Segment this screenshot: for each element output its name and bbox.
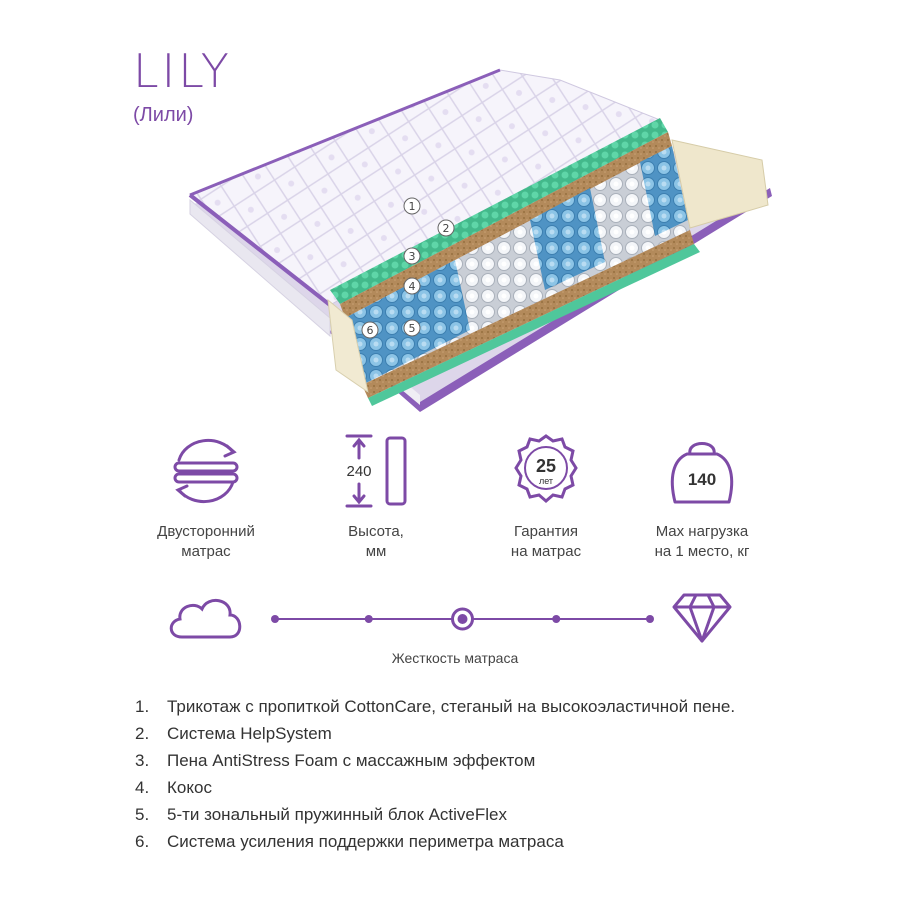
mattress-illustration: 1 2 3 4 5 6 [188,68,772,412]
list-item: 5. 5-ти зональный пружинный блок ActiveF… [135,801,815,828]
weight-icon: 140 [670,442,734,504]
svg-text:2: 2 [443,222,450,235]
list-item-text: Система HelpSystem [167,724,332,743]
list-item: 2. Система HelpSystem [135,720,815,747]
stiffness-level-4 [552,615,561,623]
max-load-value: 140 [688,470,716,489]
height-icon: 240 [345,434,407,508]
layer-legend: 1. Трикотаж с пропиткой CottonCare, стег… [135,693,815,855]
feature-label-double-sided: Двусторонний матрас [157,523,255,560]
double-sided-mattress-icon [173,438,239,504]
list-item-text: Система усиления поддержки периметра мат… [167,832,564,851]
list-item-text: Трикотаж с пропиткой CottonCare, стеганы… [167,697,736,716]
layer-marker-3: 3 [403,247,421,265]
list-item-number: 5. [135,805,150,824]
layer-marker-5: 5 [403,319,421,337]
list-item-number: 6. [135,832,150,851]
stiffness-scale [169,593,732,643]
list-item-number: 4. [135,778,150,797]
diamond-icon [672,593,732,643]
list-item-number: 2. [135,724,150,743]
layer-marker-4: 4 [403,277,421,295]
svg-text:5: 5 [409,322,416,335]
warranty-value: 25 [536,456,556,476]
list-item: 1. Трикотаж с пропиткой CottonCare, стег… [135,693,815,720]
product-title: LILY [133,44,232,98]
layer-marker-2: 2 [437,219,455,237]
list-item-number: 1. [135,697,150,716]
list-item: 4. Кокос [135,774,815,801]
svg-text:6: 6 [367,324,374,337]
feature-double-sided: Двусторонний матрас [106,430,306,562]
height-value: 240 [346,463,371,480]
stiffness-level-1 [271,615,279,623]
product-subtitle: (Лили) [133,104,194,126]
feature-warranty: 25 лет Гарантия на матрас [446,430,646,562]
feature-height: 240 Высота, мм [276,430,476,562]
stiffness-level-2 [364,615,373,623]
warranty-badge-icon: 25 лет [514,434,578,503]
svg-text:4: 4 [409,280,416,293]
svg-text:1: 1 [409,200,416,213]
stiffness-level-5 [646,615,654,623]
svg-text:3: 3 [409,250,416,263]
cloud-icon [169,599,242,639]
feature-label-max-load: Max нагрузка на 1 место, кг [654,523,750,560]
list-item: 3. Пена AntiStress Foam с массажным эффе… [135,747,815,774]
layer-marker-6: 6 [361,321,379,339]
feature-label-height: Высота, мм [348,523,404,560]
feature-max-load: 140 Max нагрузка на 1 место, кг [602,430,802,562]
list-item-number: 3. [135,751,150,770]
list-item: 6. Система усиления поддержки периметра … [135,828,815,855]
feature-label-warranty: Гарантия на матрас [510,523,582,560]
stiffness-level-selected-core [457,614,468,624]
list-item-text: Кокос [167,778,212,797]
layer-marker-1: 1 [403,197,421,215]
list-item-text: 5-ти зональный пружинный блок ActiveFlex [167,805,507,824]
warranty-unit: лет [539,476,553,486]
list-item-text: Пена AntiStress Foam с массажным эффекто… [167,751,536,770]
stiffness-label: Жесткость матраса [391,650,519,666]
